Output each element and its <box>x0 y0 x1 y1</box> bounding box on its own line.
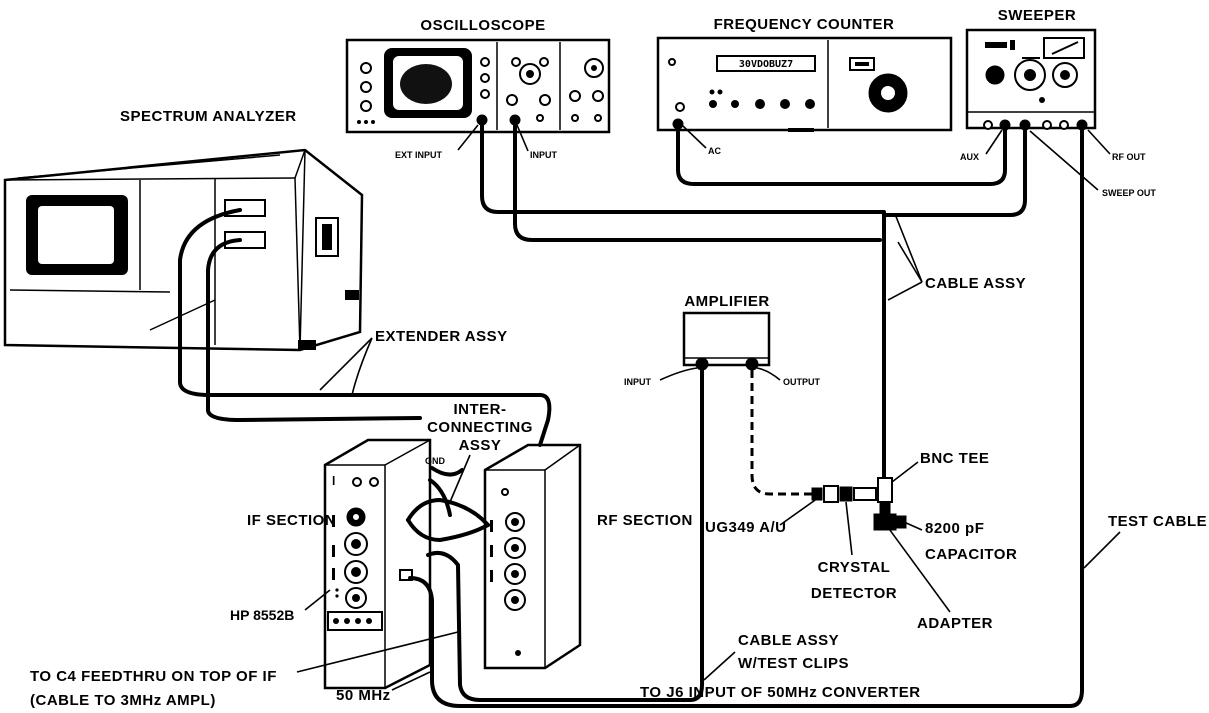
ext-input-label: EXT INPUT <box>395 150 443 160</box>
interconnecting-label-1: INTER- <box>454 401 507 418</box>
interconnecting-label-2: CONNECTING <box>427 419 533 436</box>
input-label: INPUT <box>530 150 558 160</box>
counter-display <box>716 55 816 72</box>
sweep-out-label: SWEEP OUT <box>1102 188 1156 198</box>
amplifier-label: AMPLIFIER <box>684 293 769 310</box>
amp-output-label: OUTPUT <box>783 377 821 387</box>
interconnecting-label-3: ASSY <box>459 437 502 454</box>
cables <box>178 123 1084 708</box>
spectrum-analyzer-label: SPECTRUM ANALYZER <box>120 108 297 125</box>
bnc-tee-assembly <box>811 477 907 531</box>
sweeper-label: SWEEPER <box>998 7 1077 24</box>
crystal-label-1: CRYSTAL <box>818 559 891 576</box>
crystal-label-2: DETECTOR <box>811 585 897 602</box>
cable-clips-label-1: CABLE ASSY <box>738 632 839 649</box>
rf-section-label: RF SECTION <box>597 512 693 529</box>
frequency-counter-label: FREQUENCY COUNTER <box>714 16 895 33</box>
hp-model-label: HP 8552B <box>230 607 294 623</box>
oscilloscope <box>345 38 611 134</box>
aux-label: AUX <box>960 152 979 162</box>
extender-assy-label: EXTENDER ASSY <box>375 328 508 345</box>
frequency-counter: 30VDOBUZ7 <box>656 36 953 132</box>
rf-section <box>483 443 582 670</box>
feedthru-label-1: TO C4 FEEDTHRU ON TOP OF IF <box>30 668 277 685</box>
amplifier <box>682 311 771 371</box>
cable-clips-label-2: W/TEST CLIPS <box>738 655 849 672</box>
bnc-tee-label: BNC TEE <box>920 450 989 467</box>
to-j6-label: TO J6 INPUT OF 50MHz CONVERTER <box>640 684 921 701</box>
amp-input-label: INPUT <box>624 377 652 387</box>
capacitor-label-1: 8200 pF <box>925 520 984 537</box>
cable-assy-label: CABLE ASSY <box>925 275 1026 292</box>
svg-text:l: l <box>332 474 335 488</box>
if-section-label: IF SECTION <box>247 512 336 529</box>
oscilloscope-label: OSCILLOSCOPE <box>420 17 545 34</box>
feedthru-label-2: (CABLE TO 3MHz AMPL) <box>30 692 216 709</box>
ac-label: AC <box>708 146 721 156</box>
ug349-label: UG349 A/U <box>705 519 786 536</box>
adapter-label: ADAPTER <box>917 615 993 632</box>
sweeper <box>965 28 1097 131</box>
rf-out-label: RF OUT <box>1112 152 1146 162</box>
counter-display-digits: 30VDOBUZ7 <box>739 59 793 70</box>
capacitor-label-2: CAPACITOR <box>925 546 1017 563</box>
amp-output-connector <box>745 357 759 371</box>
fifty-mhz-label: 50 MHz <box>336 687 391 704</box>
gnd-label: GND <box>425 456 446 466</box>
if-section: l <box>323 438 432 690</box>
detector-lead <box>750 370 812 496</box>
test-cable-label: TEST CABLE <box>1108 513 1207 530</box>
